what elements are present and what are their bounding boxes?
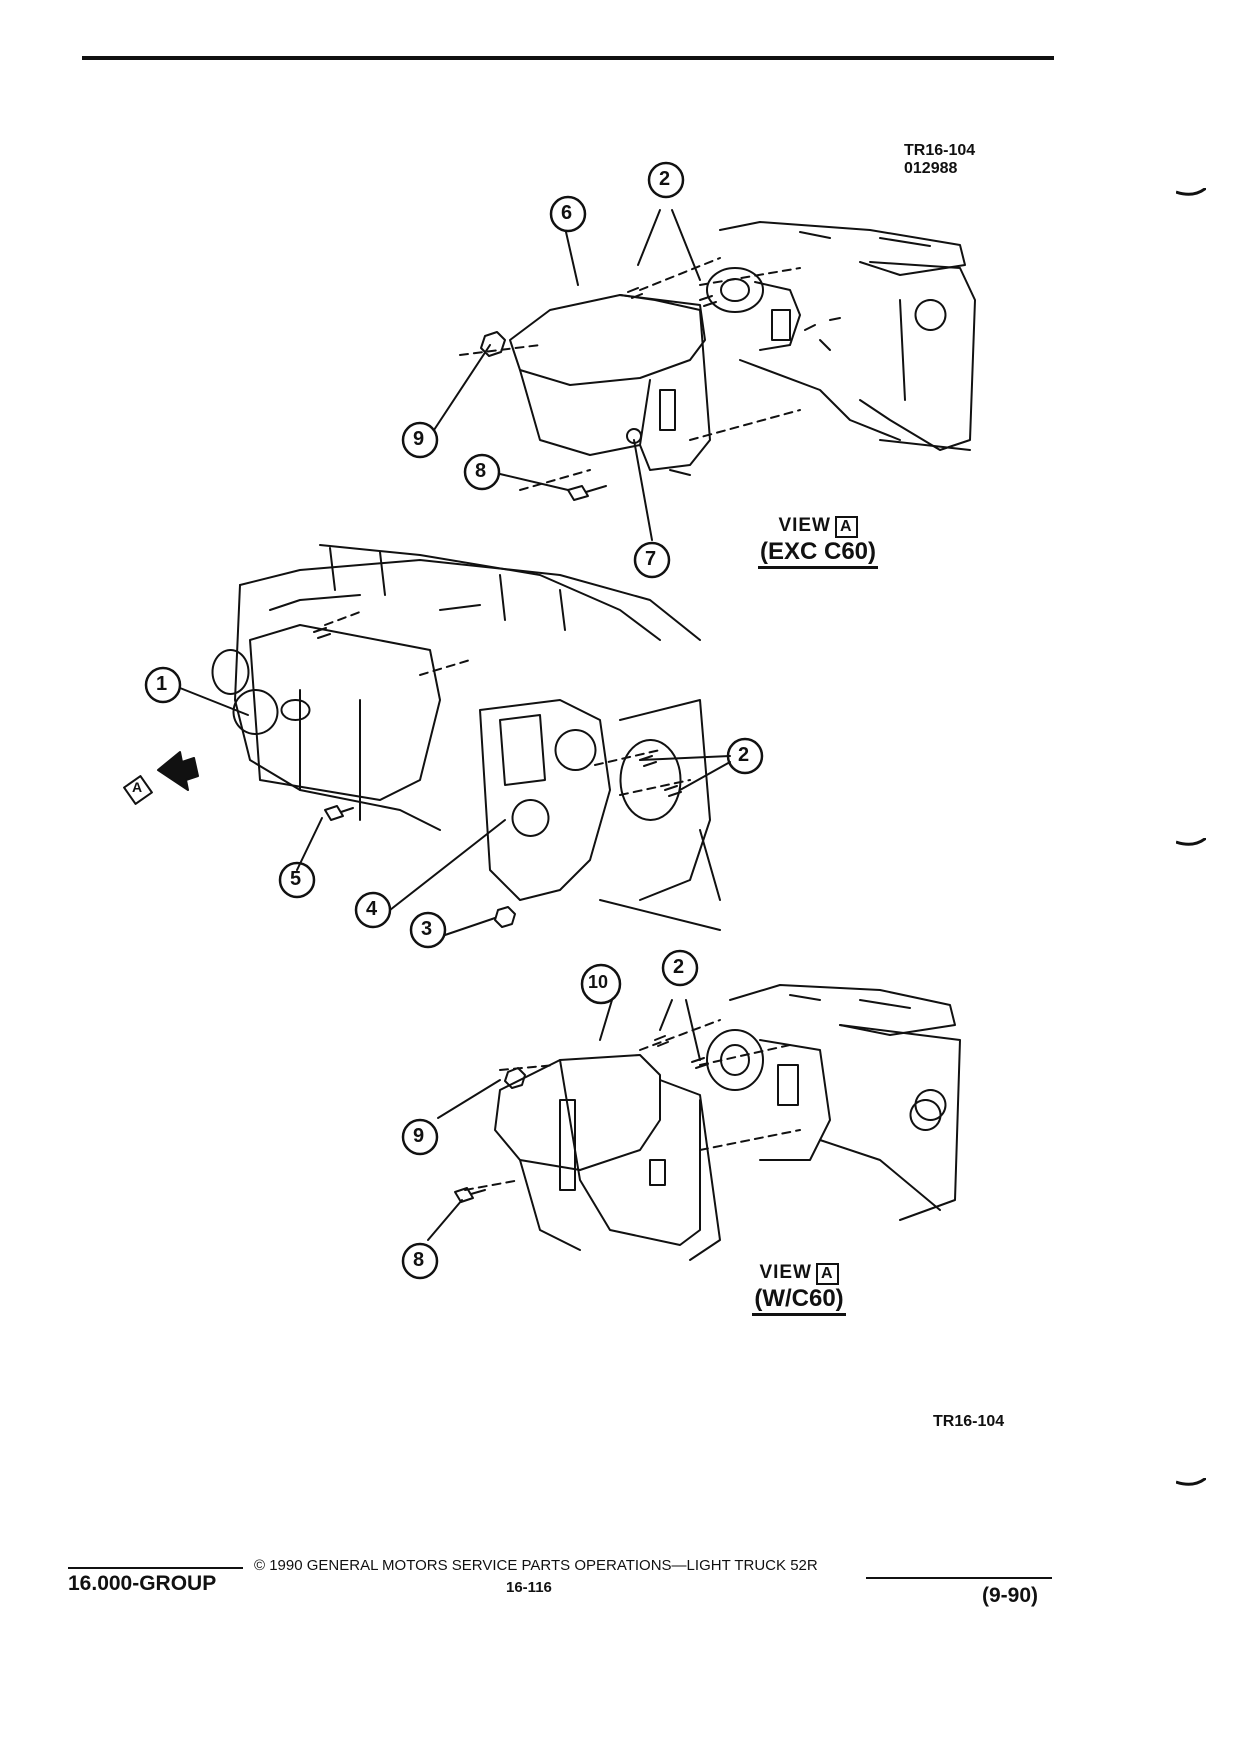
view-letter-box: A [835,516,858,538]
center-view-drawing [211,544,721,931]
figure-code: TR16-104 [904,142,976,159]
figure-footer-code: TR16-104 [933,1413,1005,1430]
footer-page-number: 16-116 [506,1579,552,1596]
view-letter-box: A [816,1263,839,1285]
leader-lines-center [179,687,731,936]
leader-lines-top [433,209,701,541]
view-variant: (EXC C60) [757,538,879,569]
leader-lines-bottom [427,999,701,1241]
view-a-arrow [123,751,199,805]
footer-rule-right [866,1577,1052,1579]
view-exc-c60-drawing [459,221,976,501]
footer-group: 16.000-GROUP [68,1572,217,1595]
view-w-c60-drawing [454,984,961,1261]
view-variant: (W/C60) [752,1285,846,1316]
view-word: VIEW [778,515,831,536]
figure-date: 012988 [904,160,958,177]
top-rule [82,56,1054,60]
edge-mark-3 [1176,1478,1206,1486]
footer-copyright: © 1990 GENERAL MOTORS SERVICE PARTS OPER… [254,1557,818,1574]
footer-rule-left [68,1567,243,1569]
callout-circles [144,161,764,1280]
edge-mark-2 [1176,838,1206,846]
view-word: VIEW [759,1262,812,1283]
figure-header: TR16-104 012988 [904,142,975,178]
footer-date: (9-90) [982,1584,1039,1607]
edge-mark-1 [1176,188,1206,196]
